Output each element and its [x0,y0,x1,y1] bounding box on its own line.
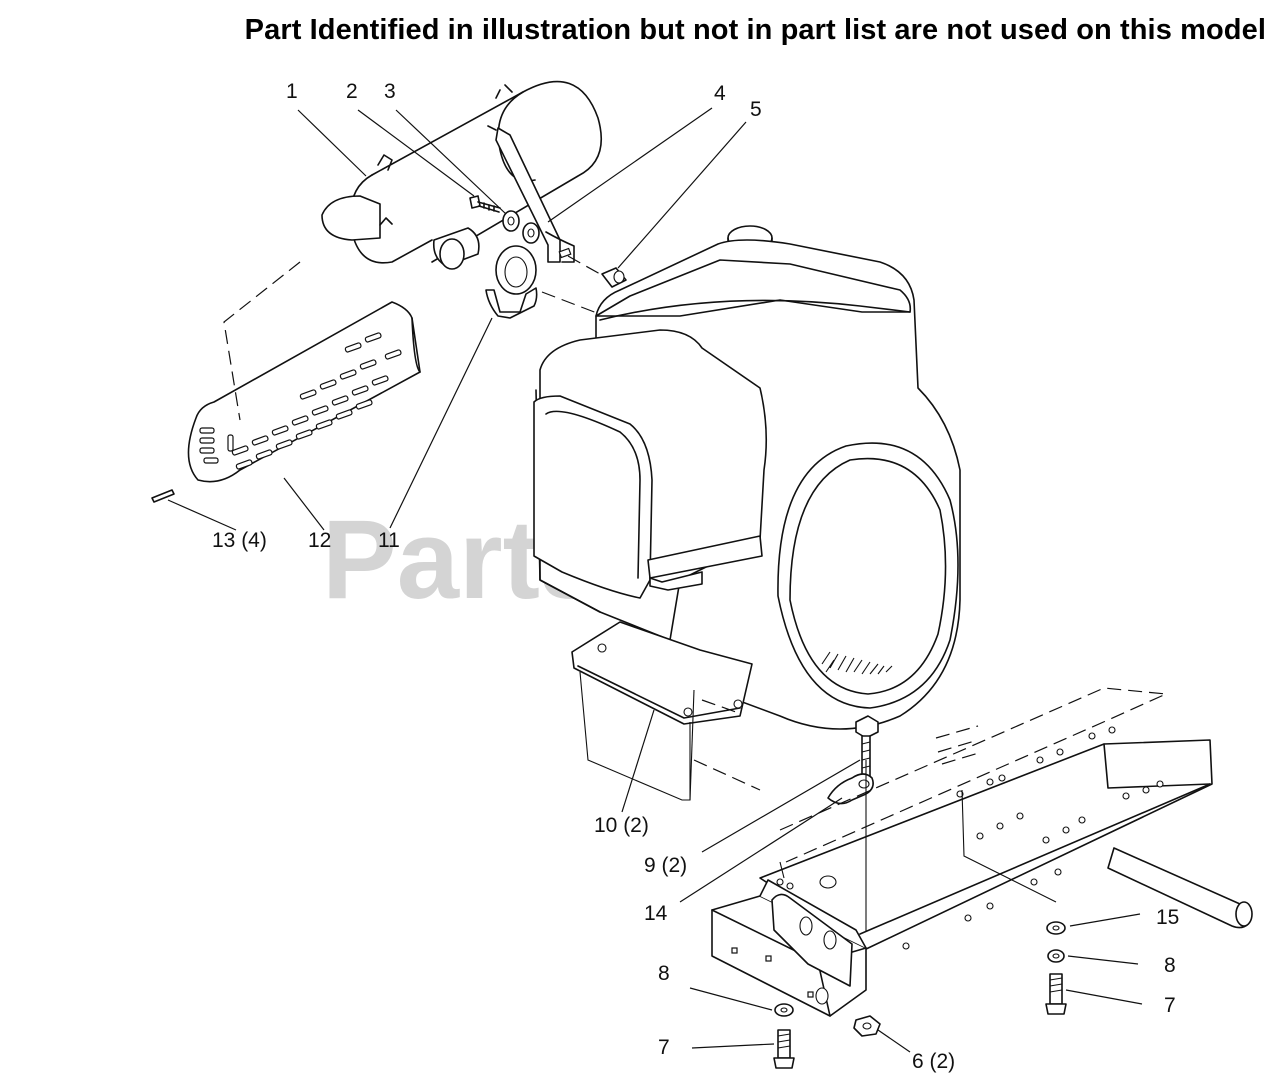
frame-rail [759,687,1253,987]
engine-mount-bolt [855,715,879,777]
callout-10: 10 (2) [594,814,649,837]
callout-14: 14 [644,902,668,925]
bolt [469,195,501,213]
exhaust-clamp [485,245,538,319]
callout-4: 4 [714,82,726,105]
washer-8-left [774,1003,794,1017]
engine [533,225,961,801]
washer-8-right [1047,949,1065,963]
callout-8-right: 8 [1164,954,1176,977]
bolt-7-right [1045,973,1067,1015]
spacer [601,267,627,288]
frame-bracket [711,875,867,1017]
heat-shield [187,301,421,483]
nut-6 [853,1015,881,1037]
callout-1: 1 [286,80,298,103]
callout-11: 11 [378,529,400,552]
callout-8-left: 8 [658,962,670,985]
muffler-bracket [495,127,575,263]
callout-6: 6 (2) [912,1050,955,1073]
callout-2: 2 [346,80,358,103]
callout-13: 13 (4) [212,529,267,552]
callout-12: 12 [308,529,331,552]
pin [151,489,175,503]
callout-5: 5 [750,98,762,121]
muffler [321,80,602,264]
callouts: 1 2 3 4 5 13 (4) 12 11 10 (2) 9 (2) 14 1… [167,80,1179,1073]
exhaust-pipe [432,227,480,270]
washer-15 [1046,921,1066,935]
callout-7-right: 7 [1164,994,1176,1017]
page-title: Part Identified in illustration but not … [244,14,1266,46]
bolt-7-left [773,1029,795,1069]
callout-7-left: 7 [658,1036,670,1059]
callout-15: 15 [1156,906,1179,929]
callout-9: 9 (2) [644,854,687,877]
callout-3: 3 [384,80,396,103]
ring-terminal [827,773,874,805]
